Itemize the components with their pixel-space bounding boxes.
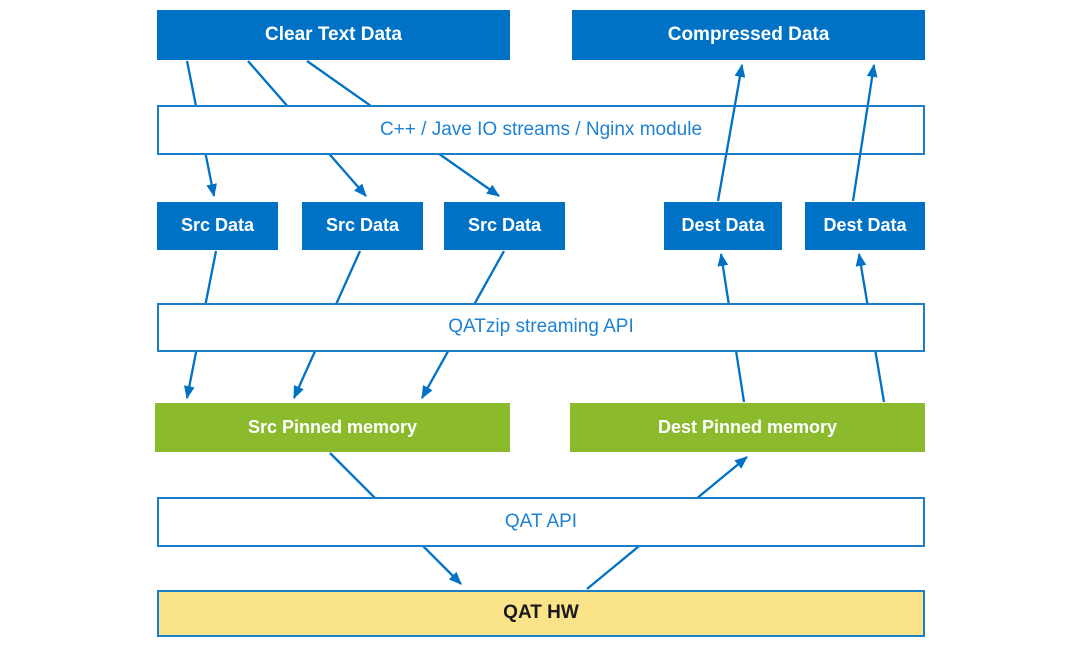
node-qat-hw-label: QAT HW (503, 602, 579, 624)
node-dest-data-1-label: Dest Data (681, 215, 765, 236)
node-qat-api: QAT API (157, 497, 925, 547)
node-src-pinned-memory-label: Src Pinned memory (247, 416, 418, 437)
node-io-streams: C++ / Jave IO streams / Nginx module (157, 105, 925, 155)
node-src-data-1: Src Data (157, 202, 278, 250)
node-src-data-2-label: Src Data (325, 215, 400, 236)
node-dest-pinned-memory-label: Dest Pinned memory (657, 416, 838, 437)
node-clear-text-data-label: Clear Text Data (265, 23, 402, 45)
node-src-pinned-memory: Src Pinned memory (155, 403, 510, 452)
node-src-data-3: Src Data (444, 202, 565, 250)
node-compressed-data: Compressed Data (572, 10, 925, 60)
node-io-streams-label: C++ / Jave IO streams / Nginx module (379, 118, 703, 140)
node-compressed-data-label: Compressed Data (667, 23, 830, 45)
node-dest-data-2-label: Dest Data (823, 215, 907, 236)
node-qatzip-streaming-api: QATzip streaming API (157, 303, 925, 352)
node-src-data-1-label: Src Data (180, 215, 255, 236)
node-src-data-3-label: Src Data (467, 215, 542, 236)
node-dest-pinned-memory: Dest Pinned memory (570, 403, 925, 452)
node-qatzip-streaming-api-label: QATzip streaming API (448, 316, 634, 338)
node-dest-data-2: Dest Data (805, 202, 925, 250)
node-qat-hw: QAT HW (157, 590, 925, 637)
node-clear-text-data: Clear Text Data (157, 10, 510, 60)
node-src-data-2: Src Data (302, 202, 423, 250)
node-qat-api-label: QAT API (504, 510, 578, 532)
node-dest-data-1: Dest Data (664, 202, 782, 250)
